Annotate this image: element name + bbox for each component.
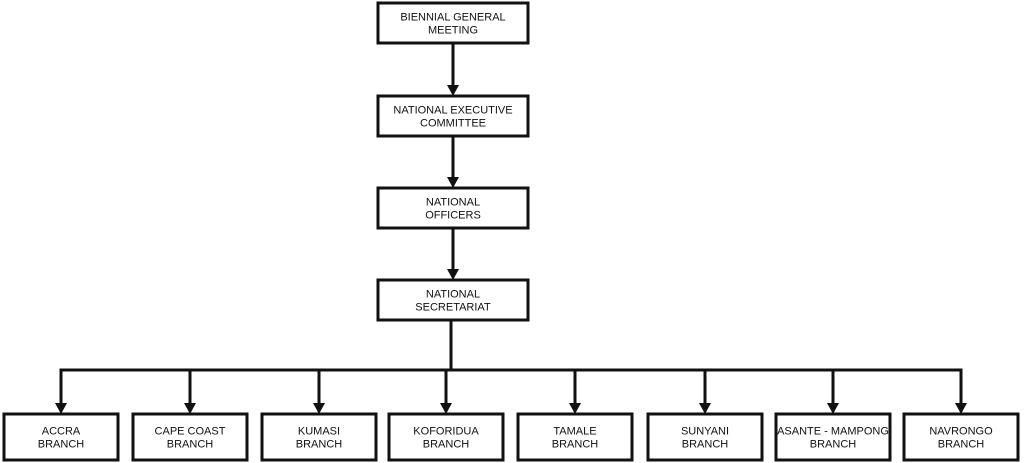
arrow-to-navrongo-arrowhead [955,403,967,414]
arrow-no-to-ns-arrowhead [447,269,459,280]
branch-sunyani-label-line-1: SUNYANI [681,426,729,438]
node-nec-box [376,94,530,138]
branch-tamale-label-line-1: TAMALE [553,426,596,438]
arrow-to-cape-coast-arrowhead [184,403,196,414]
branch-sunyani-label-line-2: BRANCH [682,439,729,451]
branch-tamale-box [516,412,634,462]
branch-accra-label-line-1: ACCRA [42,426,81,438]
connector-lines [55,43,967,414]
branch-kumasi-label-line-1: KUMASI [298,426,340,438]
node-ns-label-line-2: SECRETARIAT [415,302,491,314]
branch-accra-box [2,412,120,462]
arrow-bgm-to-nec-arrowhead [447,85,459,96]
branch-accra-label-line-2: BRANCH [38,439,85,451]
branch-koforidua-label-line-1: KOFORIDUA [413,426,479,438]
node-no-label-line-1: NATIONAL [426,197,480,209]
arrow-to-kumasi-arrowhead [313,403,325,414]
node-no-box [376,186,530,230]
branch-kumasi-label-line-2: BRANCH [296,439,343,451]
arrow-nec-to-no-arrowhead [447,177,459,188]
arrow-to-accra-arrowhead [55,403,67,414]
branch-cape-coast-label-line-1: CAPE COAST [155,426,226,438]
node-ns-box [376,278,530,322]
branch-koforidua-box [387,412,505,462]
branch-navrongo-box [902,412,1020,462]
node-bgm-label-line-2: MEETING [428,25,478,37]
branch-cape-coast-box [131,412,249,462]
arrow-to-koforidua-arrowhead [440,403,452,414]
node-nec-label-line-2: COMMITTEE [420,118,486,130]
branch-koforidua-label-line-2: BRANCH [423,439,470,451]
arrow-to-asante-mampong-arrowhead [827,403,839,414]
branch-asante-mampong-box [774,412,892,462]
branch-navrongo-label-line-2: BRANCH [938,439,985,451]
branch-navrongo-label-line-1: NAVRONGO [929,426,993,438]
node-bgm-label-line-1: BIENNIAL GENERAL [400,12,505,24]
node-ns-label-line-1: NATIONAL [426,289,480,301]
branch-asante-mampong-label-line-2: BRANCH [810,439,857,451]
node-nec-label-line-1: NATIONAL EXECUTIVE [393,105,512,117]
branch-tamale-label-line-2: BRANCH [552,439,599,451]
branch-sunyani-box [646,412,764,462]
arrow-to-tamale-arrowhead [569,403,581,414]
node-no-label-line-2: OFFICERS [425,210,481,222]
arrow-to-sunyani-arrowhead [699,403,711,414]
branch-kumasi-box [260,412,378,462]
branch-asante-mampong-label-line-1: ASANTE - MAMPONG [777,426,889,438]
node-bgm-box [376,1,530,45]
branch-cape-coast-label-line-2: BRANCH [167,439,214,451]
